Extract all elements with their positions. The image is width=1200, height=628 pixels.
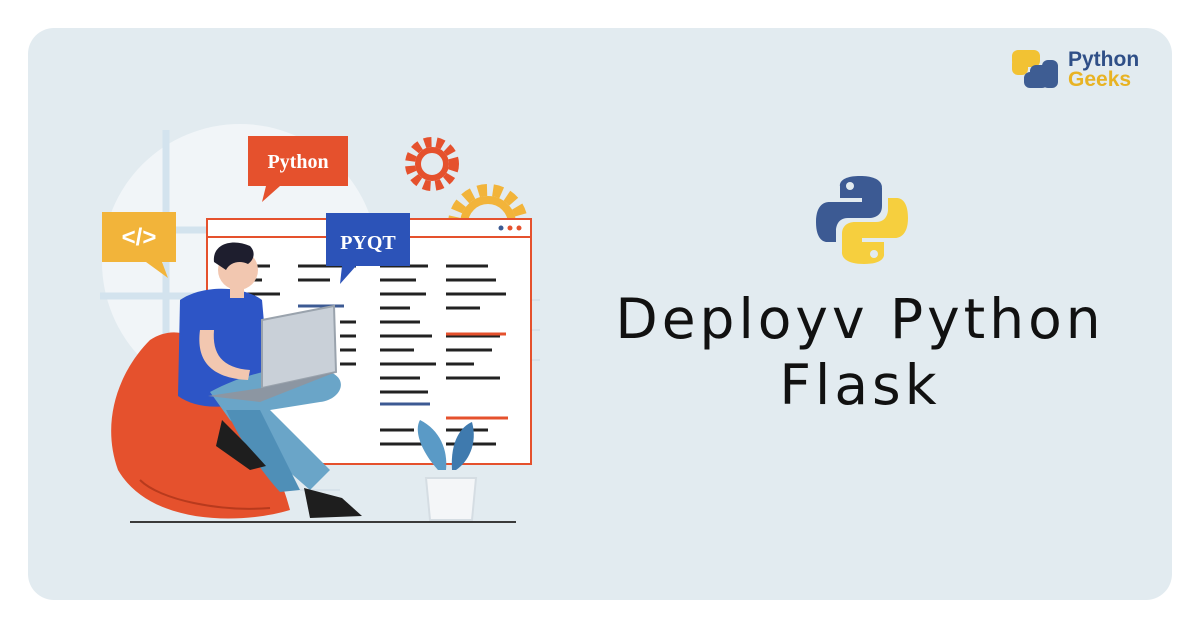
brand-line2: Geeks <box>1068 68 1132 91</box>
python-geeks-logo-icon <box>1012 50 1058 88</box>
page-title: Deployv Python Flask <box>560 286 1160 418</box>
brand-logo: Python Geeks <box>1010 48 1139 92</box>
brand-line1: Python <box>1068 48 1140 71</box>
bubble-pyqt-label: PYQT <box>340 232 396 254</box>
bean-bag <box>111 332 290 519</box>
bubble-code-label: </> <box>122 224 157 251</box>
pyqt-bubble: PYQT <box>326 213 410 284</box>
python-logo-icon <box>816 176 908 264</box>
person <box>178 242 362 518</box>
plant-icon <box>417 420 478 521</box>
code-bubble: </> <box>102 212 176 278</box>
gear-icon <box>405 137 459 191</box>
bubble-python-label: Python <box>267 151 328 173</box>
python-bubble: Python <box>248 136 348 202</box>
title-line1: Deployv Python <box>615 287 1105 351</box>
developer-illustration: Python PYQT </> <box>100 124 540 523</box>
title-line2: Flask <box>779 353 941 417</box>
